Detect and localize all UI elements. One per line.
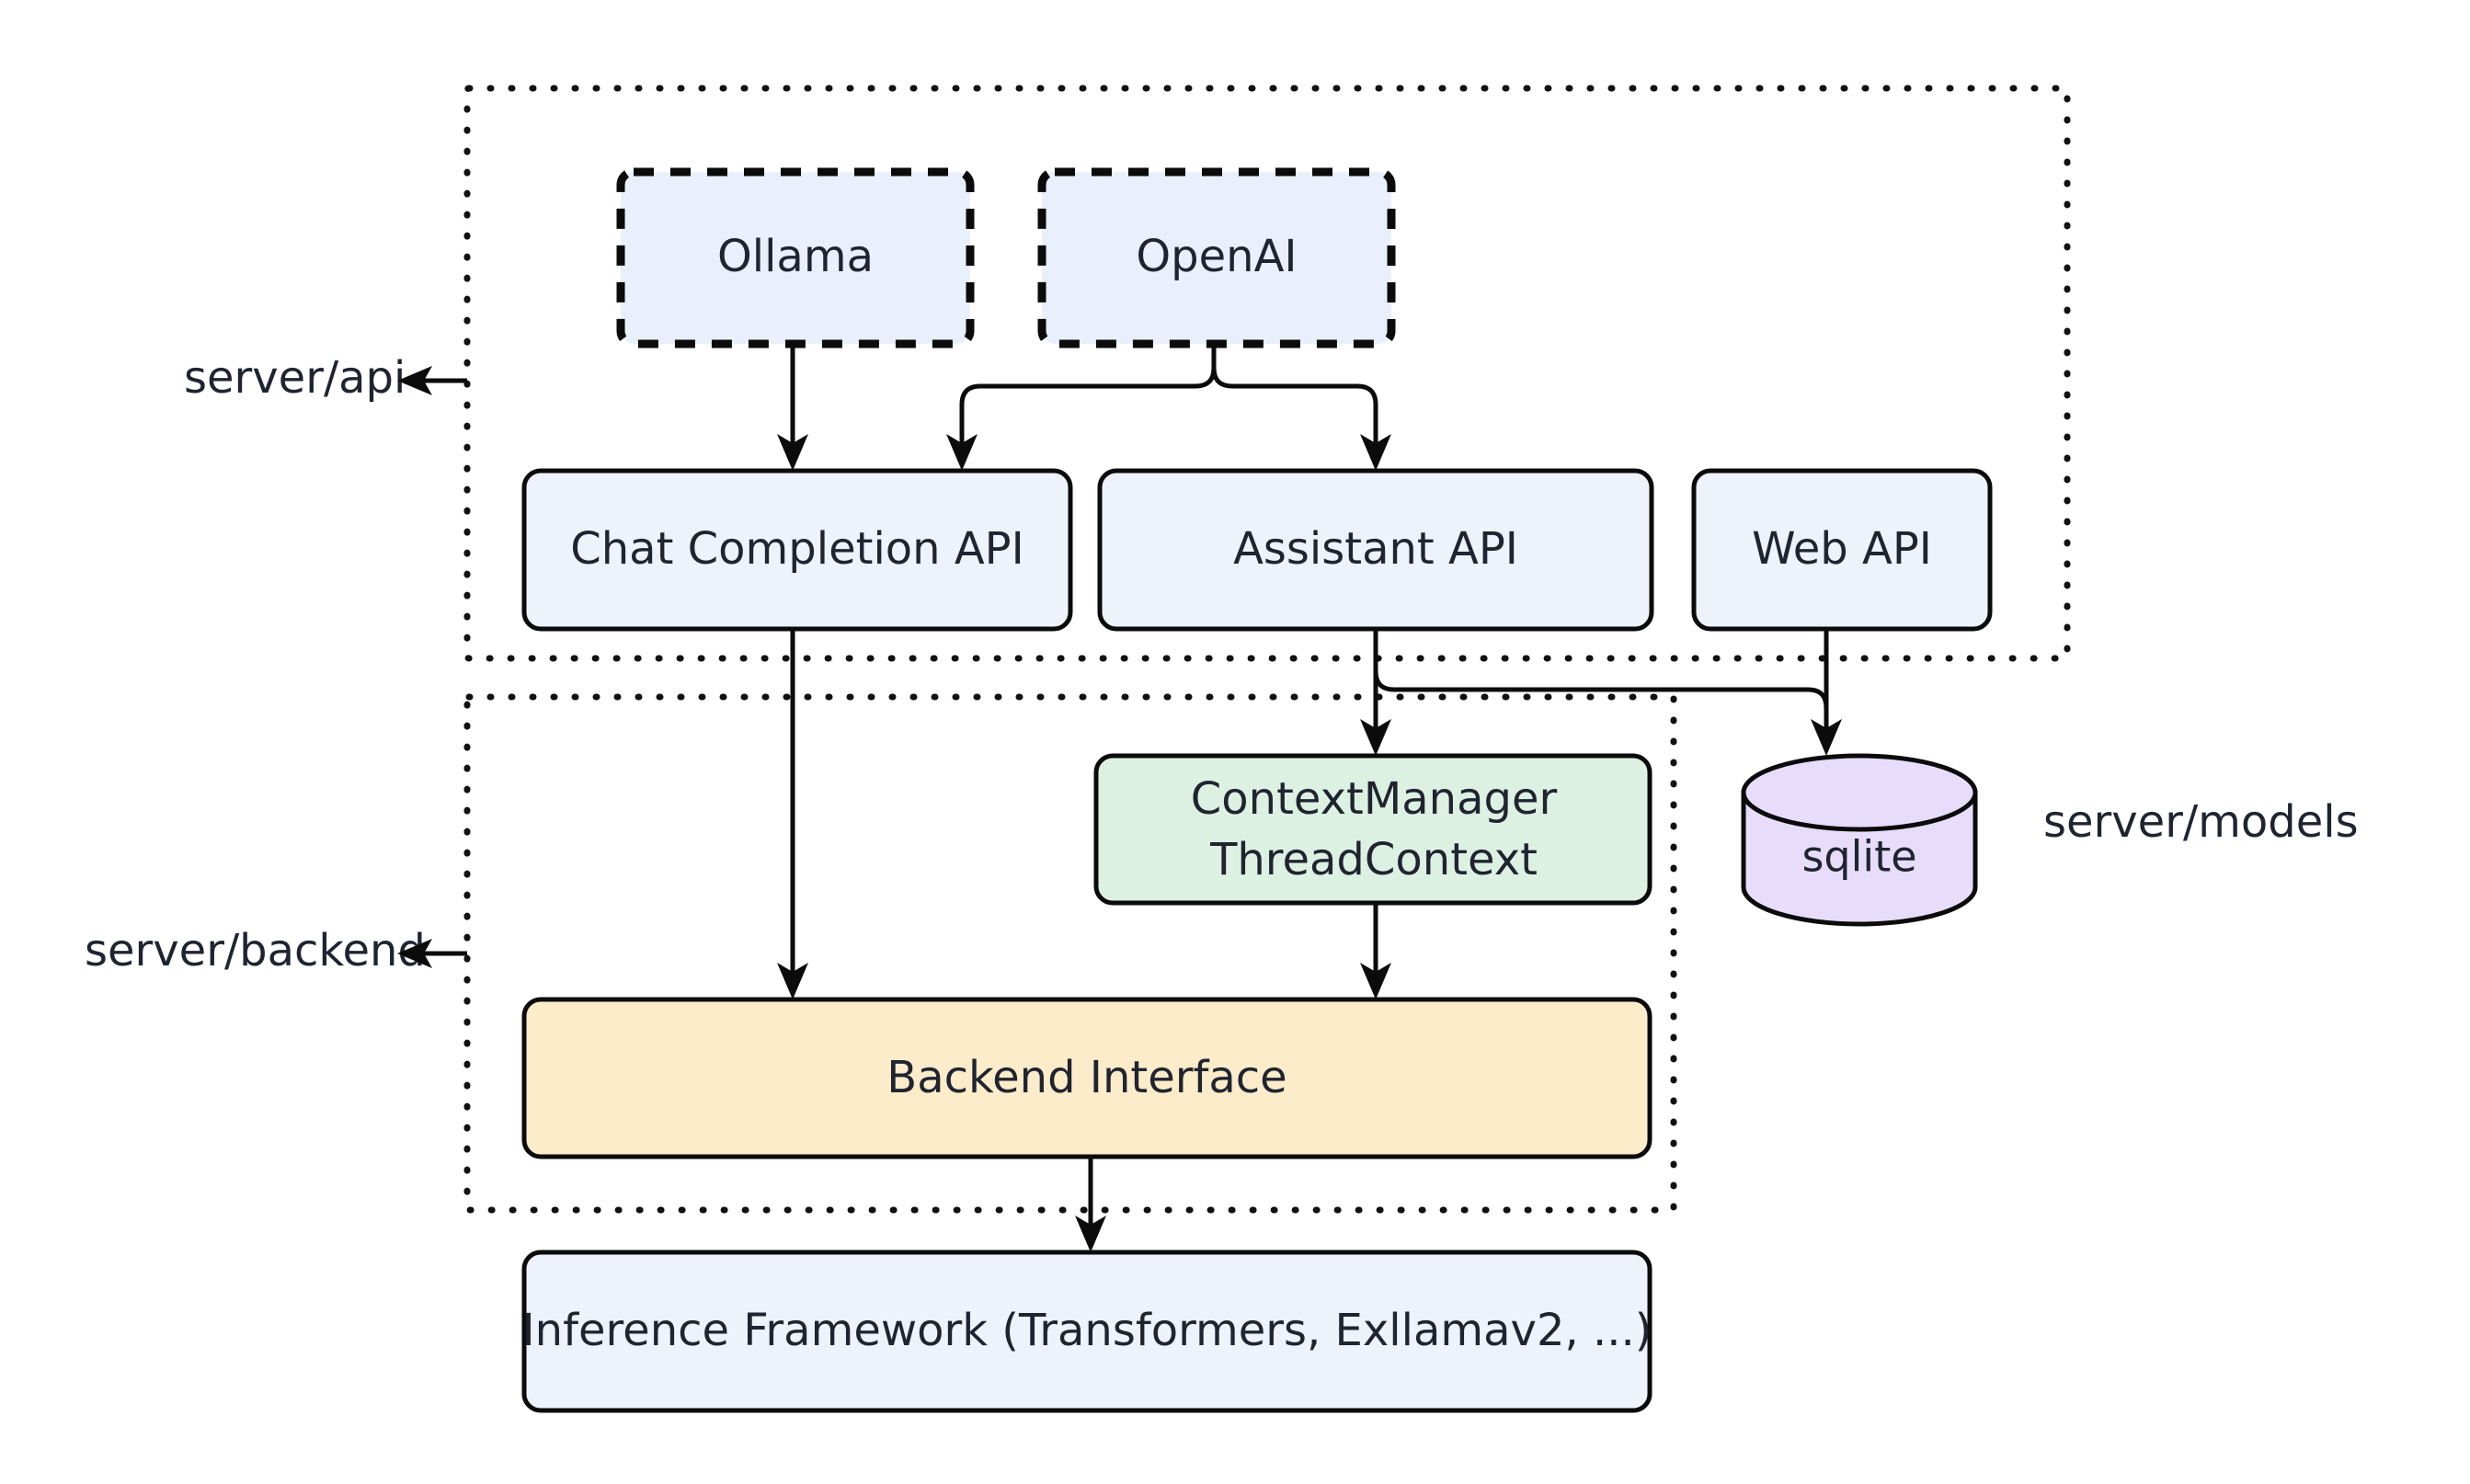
node-openai[interactable]: OpenAI	[1037, 167, 1396, 348]
cluster-label-server-models: server/models	[2043, 796, 2359, 848]
node-context-manager[interactable]: ContextManager ThreadContext	[1093, 753, 1652, 906]
sqlite-label: sqlite	[1801, 832, 1916, 882]
inference-framework-box[interactable]	[521, 1250, 1652, 1413]
cluster-label-server-backend: server/backend	[85, 925, 467, 976]
node-sqlite[interactable]: sqlite	[1741, 753, 1978, 927]
server-api-arrow-icon	[397, 366, 467, 395]
cluster-label-server-api: server/api	[184, 352, 467, 404]
web-api-label: Web API	[1752, 523, 1932, 575]
ollama-label: Ollama	[717, 231, 874, 282]
cluster-server-backend	[463, 693, 1677, 1214]
cluster-server-api	[463, 85, 2071, 662]
node-chat-completion-api[interactable]: Chat Completion API	[521, 468, 1073, 632]
sqlite-cylinder-top	[1741, 753, 1978, 832]
context-manager-label-line2: ThreadContext	[1209, 834, 1538, 885]
edge-backend-interface-to-inference-framework	[1075, 1157, 1106, 1252]
server-backend-label: server/backend	[85, 925, 426, 976]
web-api-box[interactable]	[1691, 468, 1993, 632]
backend-interface-label: Backend Interface	[886, 1052, 1286, 1103]
server-models-label: server/models	[2043, 796, 2359, 848]
assistant-api-label: Assistant API	[1233, 523, 1518, 575]
context-manager-label-line1: ContextManager	[1191, 773, 1558, 825]
node-assistant-api[interactable]: Assistant API	[1097, 468, 1654, 632]
edge-chat-completion-api-to-backend-interface	[777, 629, 808, 999]
node-ollama[interactable]: Ollama	[616, 167, 975, 348]
chat-completion-api-box[interactable]	[521, 468, 1073, 632]
inference-framework-label: Inference Framework (Transformers, Exlla…	[521, 1305, 1652, 1356]
node-inference-framework[interactable]: Inference Framework (Transformers, Exlla…	[521, 1250, 1652, 1413]
assistant-api-box[interactable]	[1097, 468, 1654, 632]
openai-box[interactable]	[1037, 167, 1396, 348]
edge-assistant-api-to-sqlite	[1373, 629, 1842, 756]
ollama-box[interactable]	[616, 167, 975, 348]
backend-interface-box[interactable]	[521, 997, 1652, 1159]
edge-openai-fanout	[946, 344, 1391, 471]
edge-ollama-to-chat-completion-api	[777, 344, 808, 471]
edge-context-manager-to-backend-interface	[1360, 903, 1391, 999]
openai-label: OpenAI	[1136, 231, 1297, 282]
node-web-api[interactable]: Web API	[1691, 468, 1993, 632]
context-manager-box[interactable]	[1093, 753, 1652, 906]
server-backend-arrow-icon	[397, 939, 467, 968]
chat-completion-api-label: Chat Completion API	[570, 523, 1024, 575]
server-api-label: server/api	[184, 352, 406, 404]
node-backend-interface[interactable]: Backend Interface	[521, 997, 1652, 1159]
